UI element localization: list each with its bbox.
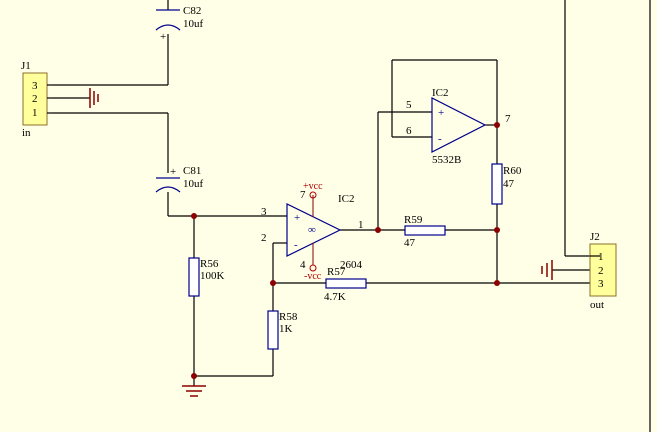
r57-ref: R57 [327,266,346,278]
opamp2-pin-5: 5 [406,99,412,111]
c81-value: 10uf [183,178,204,190]
r59-value: 47 [404,237,416,249]
c82-ref: C82 [183,5,201,17]
opamp2-pin-6: 6 [406,125,412,137]
ground-icon [182,385,206,397]
r58-ref: R58 [279,311,298,323]
resistor-r58[interactable]: R58 1K [267,310,298,350]
opamp-ic2-5532b[interactable]: + - IC2 5532B 5 6 7 [406,87,511,166]
j1-pin-2: 2 [32,93,38,105]
c81-polarity: + [170,166,176,178]
connector-j2[interactable]: J2 1 2 3 out [589,231,617,311]
opamp2-pin-7: 7 [505,113,511,125]
opamp-pin-4: 4 [300,259,306,271]
opamp-plus-sign: + [294,212,300,224]
opamp-pin-7: 7 [300,189,306,201]
j1-pin-1: 1 [32,107,38,119]
r58-value: 1K [279,323,293,335]
opamp-pin-2: 2 [261,232,267,244]
j2-pin-3: 3 [598,278,604,290]
c82-polarity: + [160,31,166,43]
opamp-ref: IC2 [338,193,355,205]
capacitor-c81[interactable]: + C81 10uf [155,165,204,193]
opamp-inf-symbol: ∞ [308,224,316,236]
vcc-pos-label: +vcc [303,181,323,192]
r56-value: 100K [200,270,225,282]
vcc-neg-label: -vcc [304,271,322,282]
opamp2-minus-sign: - [438,133,442,145]
ground-icon [541,260,553,280]
j1-label: in [22,127,31,139]
r60-value: 47 [503,178,515,190]
opamp-ic2-2604[interactable]: + - ∞ IC2 2604 3 2 1 +vcc 7 -vcc 4 [261,181,364,282]
connector-j1[interactable]: J1 3 2 1 in [21,60,52,139]
r56-ref: R56 [200,258,219,270]
ground-icon [89,88,99,108]
junctions [191,122,500,379]
j2-label: out [590,299,604,311]
r60-ref: R60 [503,165,522,177]
opamp-pin-3: 3 [261,206,267,218]
resistor-r56[interactable]: R56 100K [188,257,225,297]
opamp2-plus-sign: + [438,107,444,119]
resistor-r57[interactable]: R57 4.7K [324,266,367,303]
j2-ref: J2 [590,231,600,243]
r59-ref: R59 [404,214,423,226]
opamp-part: 2604 [340,259,363,271]
j1-pin-3: 3 [32,80,38,92]
c82-value: 10uf [183,18,204,30]
opamp-minus-sign: - [294,239,298,251]
resistor-r60[interactable]: R60 47 [491,163,522,205]
opamp2-part: 5532B [432,154,461,166]
opamp2-ref: IC2 [432,87,449,99]
j2-pin-2: 2 [598,265,604,277]
wires [52,0,651,432]
j2-pin-1: 1 [598,251,604,263]
c81-ref: C81 [183,165,201,177]
resistor-r59[interactable]: R59 47 [404,214,446,249]
capacitor-c82[interactable]: + C82 10uf [155,5,204,43]
r57-value: 4.7K [324,291,346,303]
opamp-pin-1: 1 [358,219,364,231]
j1-ref: J1 [21,60,31,72]
